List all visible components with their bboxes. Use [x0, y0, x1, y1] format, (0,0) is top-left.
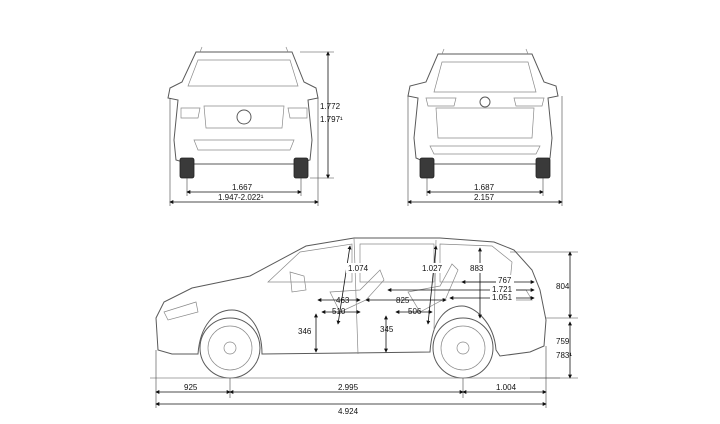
side-view-car	[150, 237, 560, 379]
rear-width-label: 2.157	[474, 193, 495, 202]
headroom-rear-label: 1.027	[422, 264, 443, 273]
wheelbase-label: 2.995	[338, 383, 359, 392]
load-height-upper-label: 804	[556, 282, 570, 291]
side-view-length-dimensions: 925 2.995 1.004 4.924	[155, 346, 547, 416]
front-view-car	[167, 46, 319, 179]
headroom-third-label: 883	[470, 264, 484, 273]
rear-track-label: 1.687	[474, 183, 495, 192]
sill-height-alt-label: 783¹	[556, 351, 572, 360]
legroom-second-label: 825	[396, 296, 410, 305]
headroom-front-label: 1.074	[348, 264, 369, 273]
front-width-label: 1.947-2.022¹	[218, 193, 264, 202]
front-height-alt-label: 1.797¹	[320, 115, 343, 124]
overall-length-label: 4.924	[338, 407, 359, 416]
seat-depth-front-label: 510	[332, 307, 346, 316]
rear-view-car	[407, 48, 559, 179]
front-height-label: 1.772	[320, 102, 341, 111]
front-view-dimensions: 1.772 1.797¹ 1.667 1.947-2.022¹	[169, 51, 343, 206]
side-view-vertical-dimensions: 804 759 783¹	[510, 251, 578, 379]
front-track-label: 1.667	[232, 183, 253, 192]
rear-overhang-label: 1.004	[496, 383, 517, 392]
floor-height-front-label: 346	[298, 327, 312, 336]
rear-view-dimensions: 1.687 2.157	[407, 96, 563, 206]
seat-depth-second-label: 506	[408, 307, 422, 316]
sill-height-label: 759	[556, 337, 570, 346]
load-length-1-label: 767	[498, 276, 512, 285]
legroom-front-label: 463	[336, 296, 350, 305]
floor-height-second-label: 345	[380, 325, 394, 334]
load-length-3-label: 1.051	[492, 293, 513, 302]
side-view-interior-dimensions: 1.074 1.027 883 463 510 825 506 346 345 …	[298, 245, 535, 353]
front-overhang-label: 925	[184, 383, 198, 392]
load-length-2-label: 1.721	[492, 285, 513, 294]
